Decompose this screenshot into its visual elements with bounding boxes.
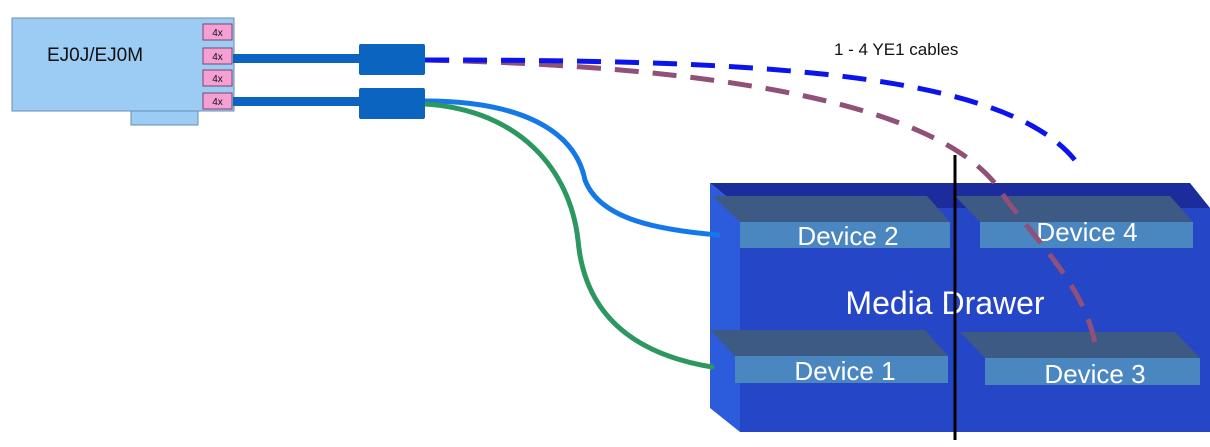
port-label: 4x bbox=[212, 28, 223, 39]
adapter-port-1: 4x bbox=[202, 23, 233, 41]
media-drawer: Media Drawer Device 2 Device 4 Device 1 … bbox=[710, 183, 1210, 432]
adapter-port-2: 4x bbox=[202, 47, 233, 65]
adapter-label: EJ0J/EJ0M bbox=[47, 45, 143, 66]
device-1-slot: Device 1 bbox=[710, 330, 948, 386]
device-3-label: Device 3 bbox=[1044, 359, 1145, 389]
device-4-slot: Device 4 bbox=[955, 196, 1193, 248]
cable-note: 1 - 4 YE1 cables bbox=[834, 40, 958, 59]
connector-lower bbox=[359, 88, 425, 119]
adapter-bracket bbox=[130, 109, 199, 126]
adapter-port-3: 4x bbox=[202, 69, 233, 87]
port-label: 4x bbox=[212, 74, 223, 85]
device-2-slot: Device 2 bbox=[713, 196, 950, 251]
adapter-body bbox=[11, 17, 235, 112]
drawer-label: Media Drawer bbox=[845, 285, 1045, 321]
device-1-label: Device 1 bbox=[794, 356, 895, 386]
adapter-card: EJ0J/EJ0M 4x 4x 4x 4x bbox=[11, 17, 235, 126]
device-3-slot: Device 3 bbox=[960, 332, 1200, 389]
cable-to-device-2 bbox=[422, 98, 721, 238]
device-4-label: Device 4 bbox=[1036, 217, 1137, 247]
dashed-cable-to-device-4 bbox=[424, 57, 1085, 172]
connector-upper bbox=[359, 44, 425, 75]
cable-stub-upper bbox=[233, 54, 359, 63]
port-label: 4x bbox=[212, 52, 223, 63]
cable-stub-lower bbox=[233, 97, 359, 106]
port-label: 4x bbox=[212, 97, 223, 108]
drawer-side bbox=[710, 183, 740, 432]
cable-to-device-1 bbox=[422, 101, 715, 370]
adapter-port-4: 4x bbox=[202, 92, 233, 110]
device-2-label: Device 2 bbox=[797, 221, 898, 251]
dashed-cable-to-device-3 bbox=[424, 57, 1098, 345]
